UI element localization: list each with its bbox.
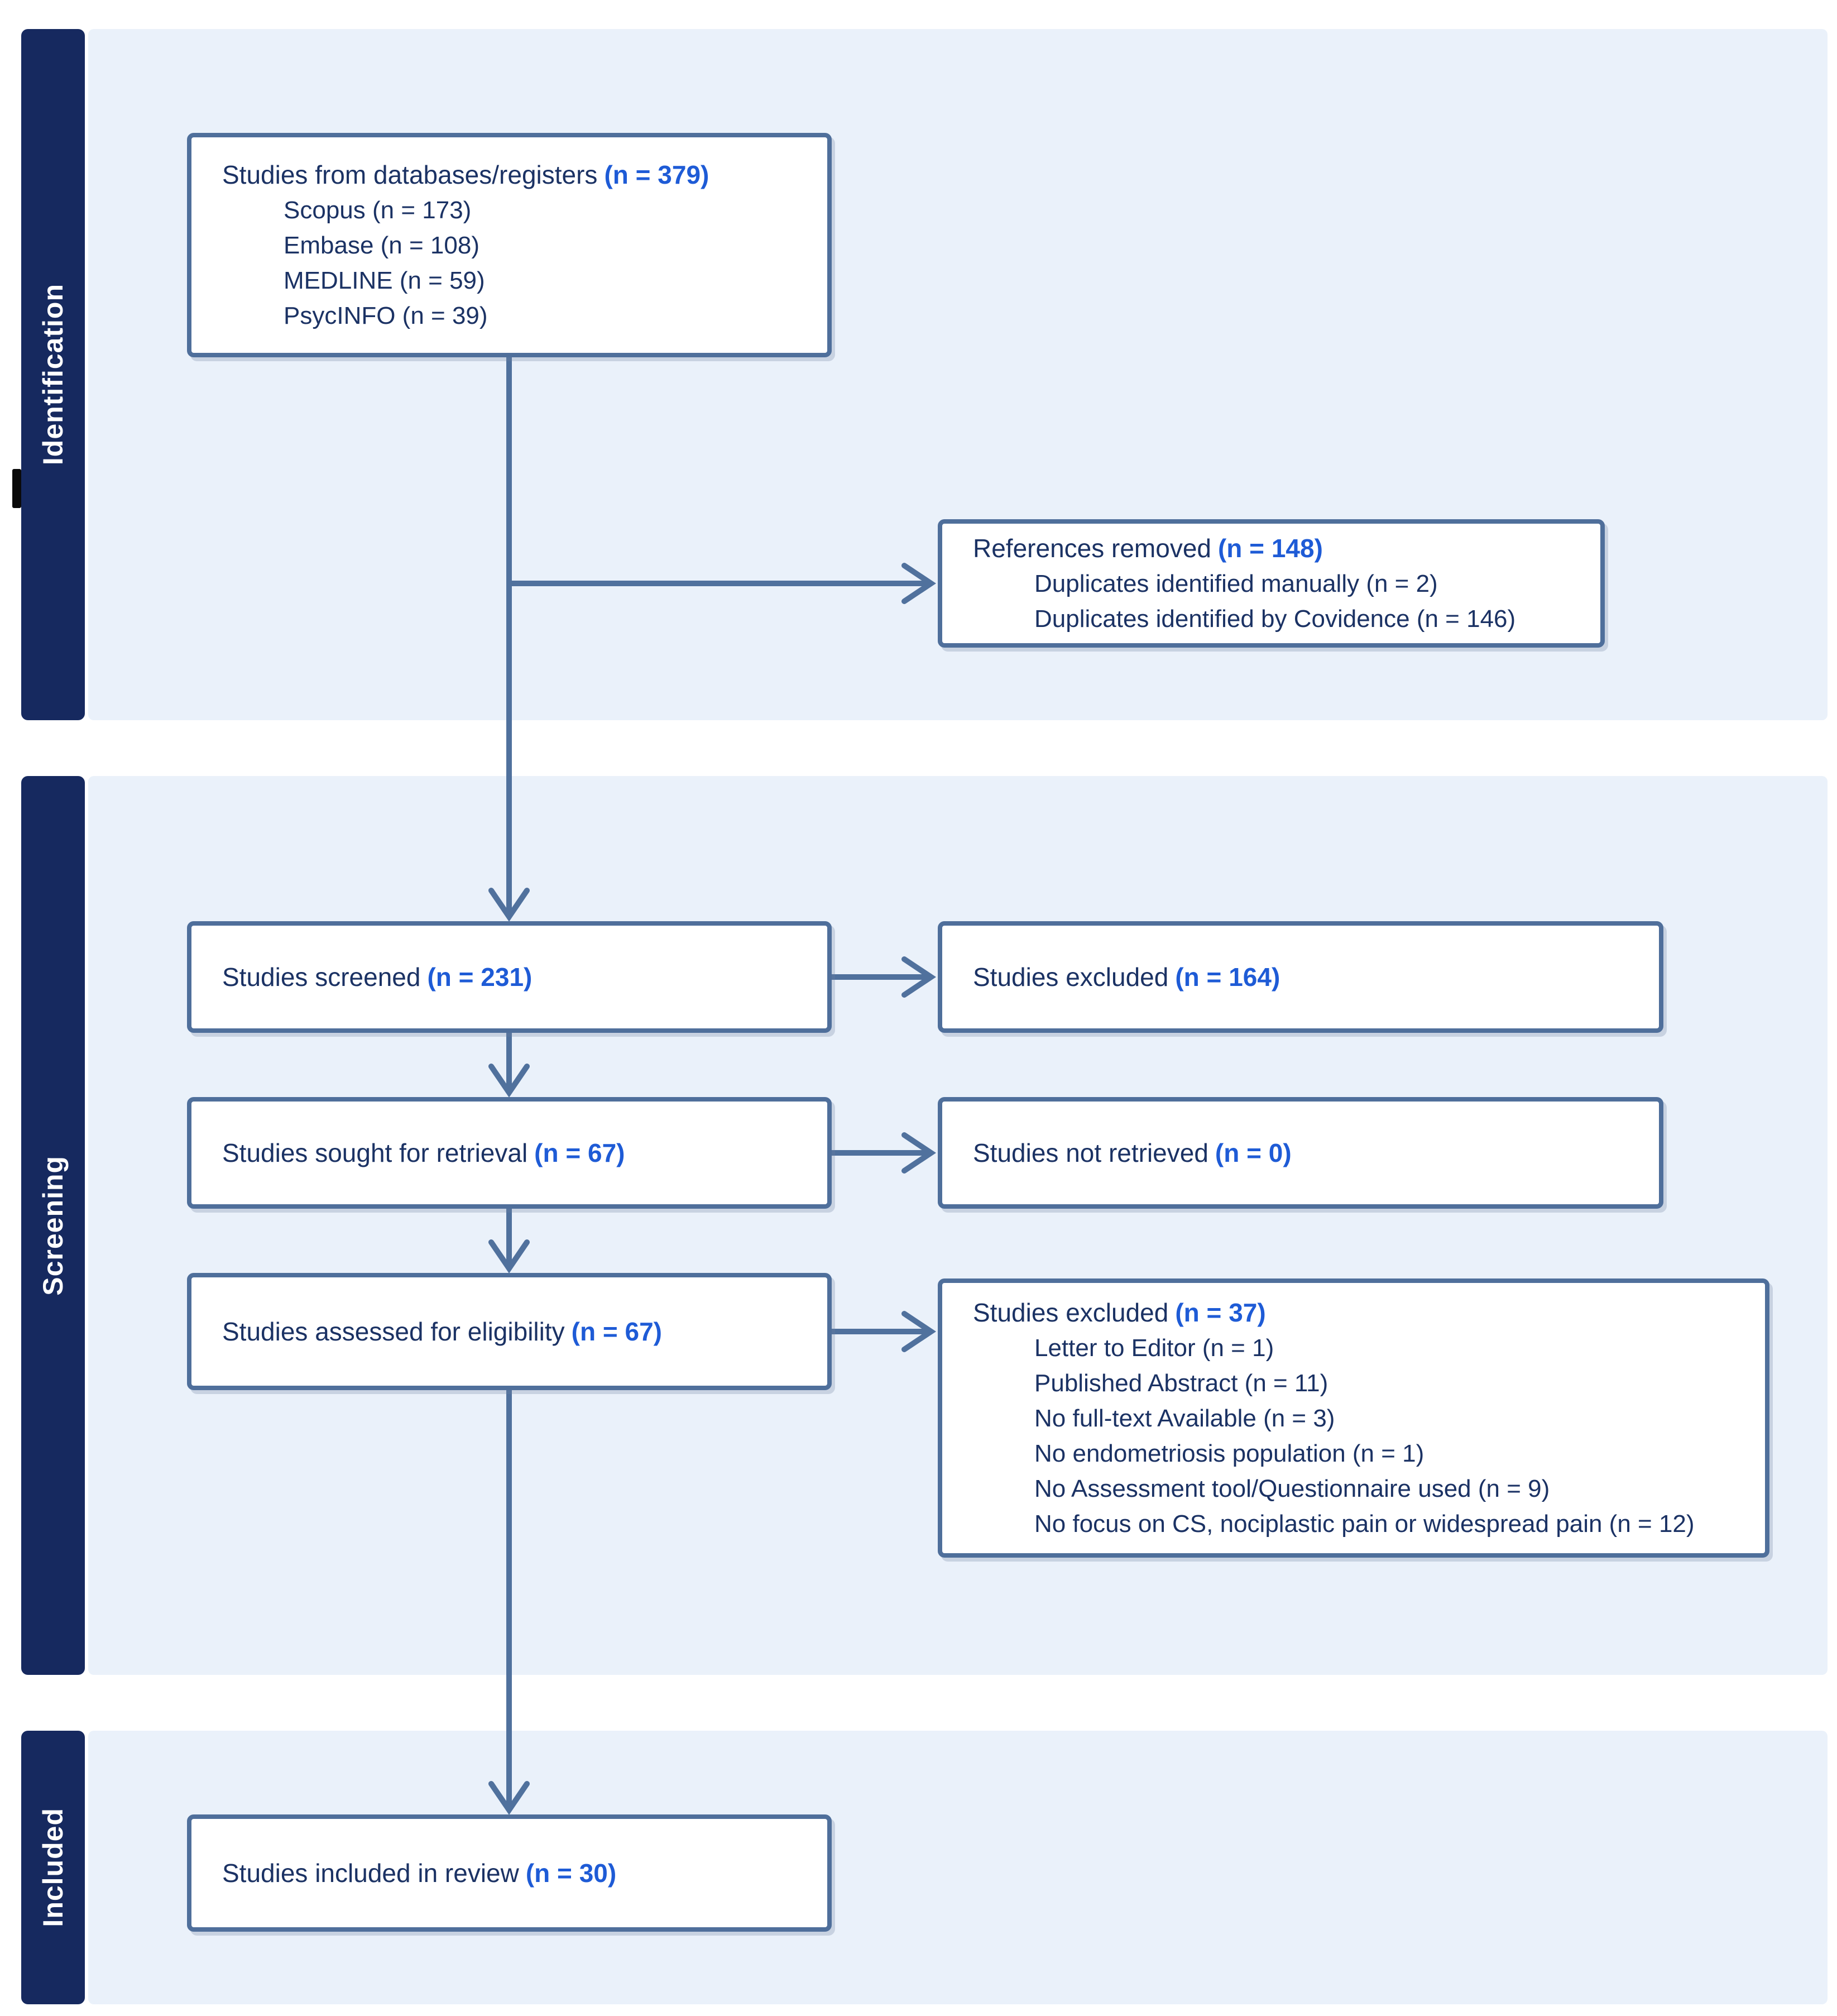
- box-sub-items: Letter to Editor (n = 1) Published Abstra…: [973, 1330, 1748, 1541]
- box-title-text: Studies included in review: [222, 1858, 519, 1888]
- box-sub-item: Duplicates identified manually (n = 2): [1034, 569, 1438, 597]
- box-sub-item: Scopus (n = 173): [284, 196, 472, 224]
- box-title-text: Studies sought for retrieval: [222, 1138, 528, 1167]
- sidebar-stage-screening: Screening: [21, 776, 85, 1675]
- box-title-text: Studies excluded: [973, 1297, 1169, 1327]
- box-count: (n = 67): [534, 1138, 625, 1167]
- box-title: Studies included in review(n = 30): [222, 1856, 810, 1891]
- identification-label: Identification: [37, 284, 69, 466]
- box-studies-assessed-eligibility: Studies assessed for eligibility(n = 67): [187, 1273, 832, 1390]
- included-label: Included: [37, 1808, 69, 1927]
- box-studies-screened: Studies screened(n = 231): [187, 921, 832, 1033]
- box-studies-excluded-eligibility: Studies excluded(n = 37) Letter to Edito…: [938, 1278, 1769, 1558]
- box-sub-items: Scopus (n = 173) Embase (n = 108) MEDLINE …: [222, 193, 810, 333]
- box-title-text: Studies screened: [222, 962, 421, 992]
- box-sub-items: Duplicates identified manually (n = 2) Du…: [973, 566, 1584, 636]
- box-sub-item: Published Abstract (n = 11): [1034, 1369, 1328, 1397]
- box-studies-sought-retrieval: Studies sought for retrieval(n = 67): [187, 1097, 832, 1209]
- box-count: (n = 67): [571, 1316, 662, 1346]
- box-title-text: References removed: [973, 533, 1211, 563]
- box-sub-item: Duplicates identified by Covidence (n = …: [1034, 605, 1516, 633]
- box-sub-item: PsycINFO (n = 39): [284, 301, 488, 329]
- box-sub-item: No Assessment tool/Questionnaire used (n…: [1034, 1474, 1550, 1502]
- box-sub-item: Letter to Editor (n = 1): [1034, 1334, 1274, 1362]
- box-title-text: Studies not retrieved: [973, 1138, 1208, 1167]
- box-title-text: Studies excluded: [973, 962, 1169, 992]
- box-title: Studies screened(n = 231): [222, 960, 810, 995]
- box-title: Studies assessed for eligibility(n = 67): [222, 1314, 810, 1349]
- box-references-removed: References removed(n = 148) Duplicates i…: [938, 519, 1605, 648]
- box-count: (n = 148): [1217, 533, 1323, 563]
- box-count: (n = 0): [1215, 1138, 1292, 1167]
- box-title: Studies excluded(n = 37): [973, 1295, 1748, 1330]
- box-count: (n = 231): [427, 962, 533, 992]
- box-title: Studies from databases/registers(n = 379…: [222, 157, 810, 193]
- box-studies-included-review: Studies included in review(n = 30): [187, 1814, 832, 1932]
- box-count: (n = 37): [1175, 1297, 1266, 1327]
- box-sub-item: MEDLINE (n = 59): [284, 266, 485, 294]
- box-title: Studies not retrieved(n = 0): [973, 1136, 1642, 1171]
- box-sub-item: No focus on CS, nociplastic pain or wide…: [1034, 1510, 1695, 1538]
- box-title-text: Studies from databases/registers: [222, 160, 598, 189]
- box-sub-item: Embase (n = 108): [284, 231, 479, 259]
- sidebar-stage-included: Included: [21, 1731, 85, 2004]
- box-title: Studies excluded(n = 164): [973, 960, 1642, 995]
- stray-tick-mark: [12, 469, 21, 508]
- box-title-text: Studies assessed for eligibility: [222, 1316, 565, 1346]
- box-sub-item: No full-text Available (n = 3): [1034, 1404, 1335, 1432]
- box-count: (n = 164): [1175, 962, 1280, 992]
- box-title: References removed(n = 148): [973, 531, 1584, 566]
- box-studies-not-retrieved: Studies not retrieved(n = 0): [938, 1097, 1663, 1209]
- box-studies-excluded-screening: Studies excluded(n = 164): [938, 921, 1663, 1033]
- box-count: (n = 30): [525, 1858, 617, 1888]
- box-sub-item: No endometriosis population (n = 1): [1034, 1439, 1424, 1467]
- screening-label: Screening: [37, 1155, 69, 1296]
- box-count: (n = 379): [604, 160, 709, 189]
- box-studies-from-databases: Studies from databases/registers(n = 379…: [187, 133, 832, 357]
- box-title: Studies sought for retrieval(n = 67): [222, 1136, 810, 1171]
- sidebar-stage-identification: Identification: [21, 29, 85, 720]
